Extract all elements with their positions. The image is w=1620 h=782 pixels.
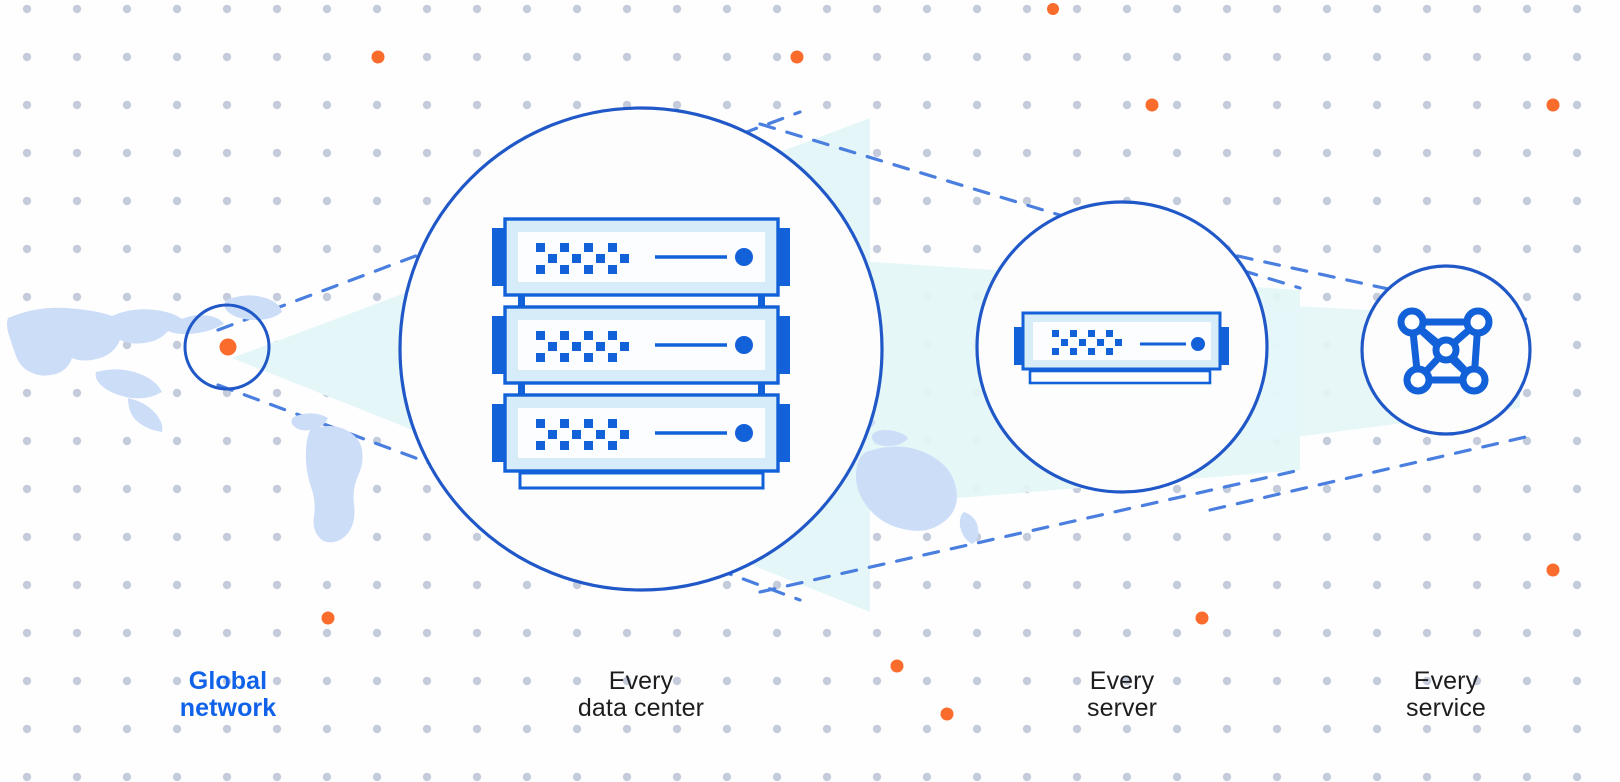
server-unit — [492, 305, 790, 385]
server-unit — [492, 393, 790, 473]
accent-dots — [321, 3, 1560, 721]
server-base-rail — [1028, 369, 1212, 385]
server-rack-icon — [492, 217, 790, 490]
rack-base-rail — [518, 471, 765, 490]
server-unit-icon — [1014, 311, 1229, 385]
connector-bot-srv — [1208, 434, 1532, 512]
server-unit — [492, 217, 790, 297]
connector-top-srv — [1208, 248, 1532, 322]
map-location-marker — [219, 338, 237, 356]
connector-bot-dc — [758, 468, 1302, 594]
network-mesh-nodes — [1397, 307, 1493, 395]
connector-top-dc — [758, 122, 1302, 290]
map-focus-circle — [183, 303, 271, 391]
